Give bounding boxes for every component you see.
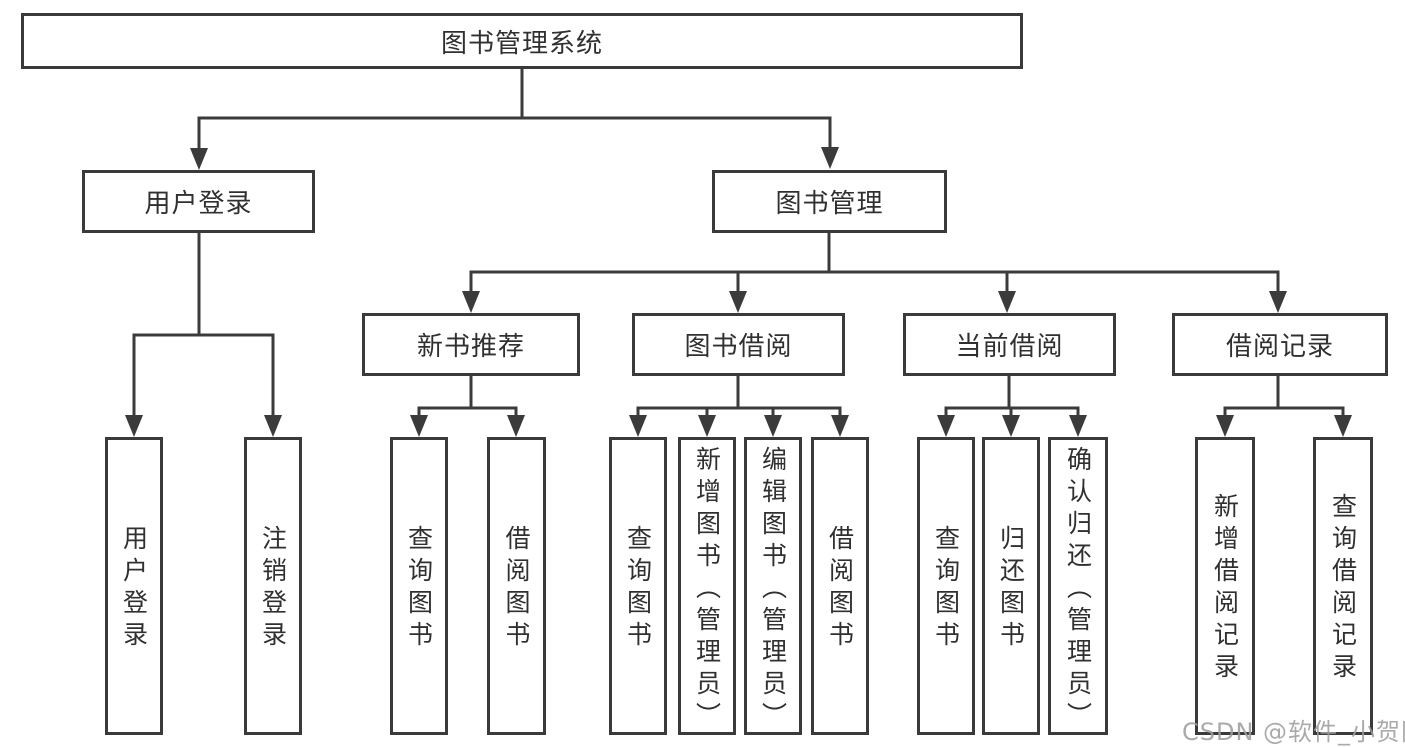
node-book-management: 图书管理: [712, 170, 947, 233]
node-user-login: 用户登录: [82, 170, 315, 233]
leaf-current-query-books: 查询图书: [917, 437, 975, 735]
leaf-borrow-add-books-admin: 新增图书（管理员）: [678, 437, 736, 735]
node-current-borrow: 当前借阅: [903, 313, 1116, 376]
leaf-borrow-borrow-books: 借阅图书: [811, 437, 869, 735]
leaf-user-login: 用户登录: [105, 437, 163, 735]
leaf-current-return-books: 归还图书: [982, 437, 1040, 735]
node-borrow-records: 借阅记录: [1172, 313, 1388, 376]
leaf-newbook-borrow-books: 借阅图书: [487, 437, 546, 735]
node-new-book-recommend: 新书推荐: [362, 313, 580, 376]
node-book-borrow: 图书借阅: [632, 313, 845, 376]
leaf-borrow-edit-books-admin: 编辑图书（管理员）: [744, 437, 802, 735]
node-library-management-system: 图书管理系统: [21, 13, 1023, 69]
leaf-logout: 注销登录: [244, 437, 302, 735]
leaf-records-add-borrow-record: 新增借阅记录: [1195, 437, 1255, 735]
leaf-borrow-query-books: 查询图书: [609, 437, 667, 735]
leaf-newbook-query-books: 查询图书: [390, 437, 448, 735]
leaf-records-query-borrow-record: 查询借阅记录: [1313, 437, 1373, 735]
leaf-current-confirm-return-admin: 确认归还（管理员）: [1048, 437, 1108, 735]
csdn-watermark: CSDN @软件_小贺同学: [1182, 718, 1405, 746]
